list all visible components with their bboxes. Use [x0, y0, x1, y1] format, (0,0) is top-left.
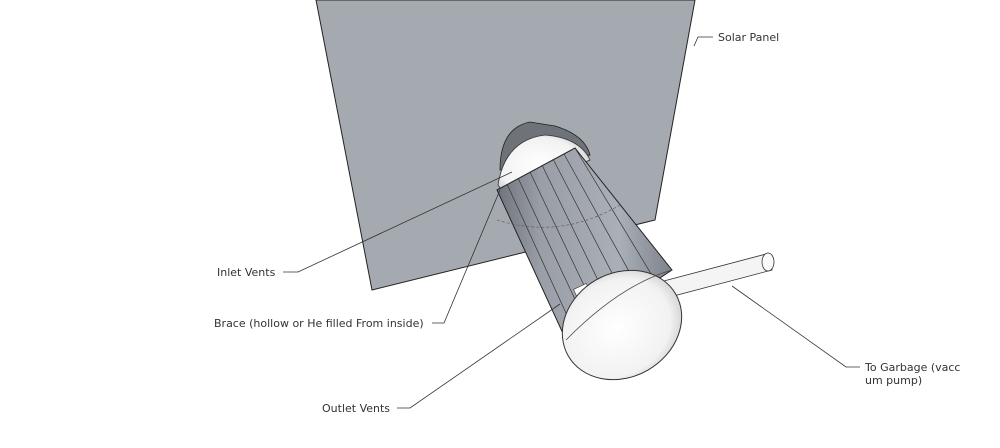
- label-inlet-vents: Inlet Vents: [217, 266, 276, 279]
- label-to-garbage: To Garbage (vacc um pump): [865, 361, 960, 387]
- label-solar-panel: Solar Panel: [718, 31, 780, 44]
- leader-lines: [283, 36, 860, 409]
- garbage-pipe: [659, 252, 775, 299]
- outlet-dome: [561, 269, 683, 381]
- label-to-garbage-line1: To Garbage (vacc: [865, 361, 961, 374]
- label-outlet-vents: Outlet Vents: [322, 402, 391, 415]
- label-brace: Brace (hollow or He filled From inside): [214, 317, 424, 330]
- label-to-garbage-line2: um pump): [865, 374, 923, 387]
